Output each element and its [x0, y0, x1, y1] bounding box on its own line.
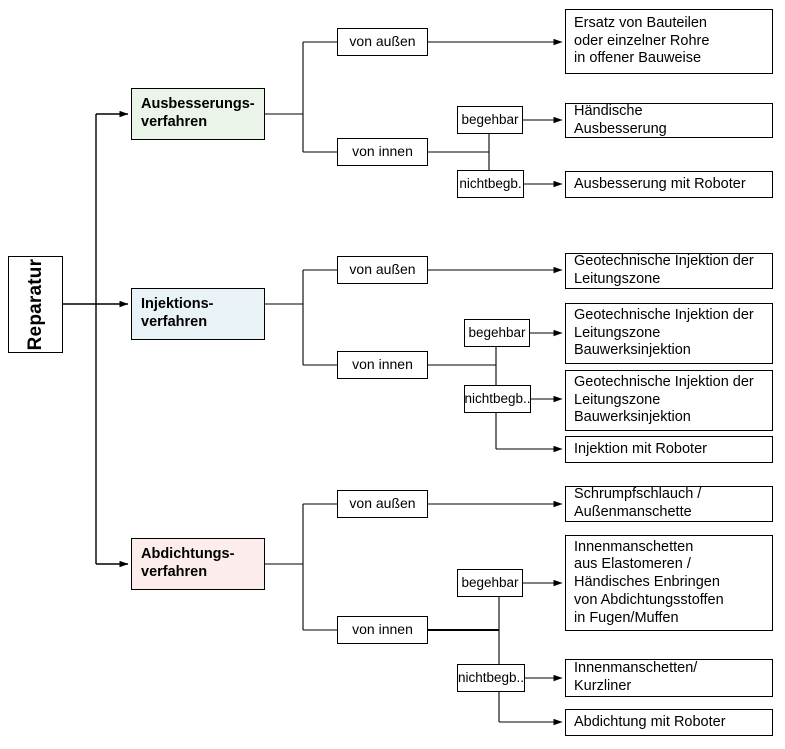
- condition-begehbar-injektion[interactable]: begehbar: [464, 319, 530, 347]
- result-label: Geotechnische Injektion der Leitungszone…: [574, 306, 754, 359]
- condition-label: begehbar: [468, 324, 526, 340]
- access-von-innen-ausbesserung[interactable]: von innen: [337, 138, 428, 166]
- condition-nichtbegehbar-abdichtung[interactable]: nichtbegb..: [457, 664, 525, 692]
- result-geotechnische-injektion-bauwerksinjektion-nichtbegehbar[interactable]: Geotechnische Injektion der Leitungszone…: [565, 370, 773, 431]
- access-label: von außen: [349, 33, 416, 50]
- result-label: Ausbesserung mit Roboter: [574, 175, 746, 192]
- result-label: Ersatz von Bauteilen oder einzelner Rohr…: [574, 14, 710, 67]
- access-von-aussen-ausbesserung[interactable]: von außen: [337, 28, 428, 56]
- result-abdichtung-mit-roboter[interactable]: Abdichtung mit Roboter: [565, 709, 773, 736]
- access-von-aussen-injektion[interactable]: von außen: [337, 256, 428, 284]
- result-label: Abdichtung mit Roboter: [574, 713, 726, 730]
- condition-label: nichtbegb..: [457, 669, 525, 685]
- result-label: Geotechnische Injektion der Leitungszone: [574, 253, 754, 287]
- result-label: Innenmanschetten aus Elastomeren / Händi…: [574, 538, 724, 626]
- result-label: Schrumpfschlauch / Außenmanschette: [574, 486, 702, 520]
- access-von-innen-abdichtung[interactable]: von innen: [337, 616, 428, 644]
- result-geotechnische-injektion-leitungszone[interactable]: Geotechnische Injektion der Leitungszone: [565, 253, 773, 289]
- result-label: Händische Ausbesserung: [574, 102, 667, 137]
- result-label: Innenmanschetten/ Kurzliner: [574, 660, 698, 694]
- root-label: Reparatur: [24, 258, 46, 351]
- result-schrumpfschlauch-aussenmanschette[interactable]: Schrumpfschlauch / Außenmanschette: [565, 486, 773, 522]
- condition-label: nichtbegb..: [464, 390, 531, 406]
- condition-begehbar-abdichtung[interactable]: begehbar: [457, 569, 523, 597]
- category-ausbesserungsverfahren[interactable]: Ausbesserungs- verfahren: [131, 88, 265, 140]
- result-label: Injektion mit Roboter: [574, 440, 707, 457]
- result-innenmanschetten-kurzliner[interactable]: Innenmanschetten/ Kurzliner: [565, 659, 773, 697]
- condition-label: nichtbegb.: [459, 175, 522, 191]
- category-label: Abdichtungs- verfahren: [141, 546, 235, 580]
- access-label: von außen: [349, 495, 416, 512]
- condition-label: begehbar: [461, 111, 519, 127]
- category-injektionsverfahren[interactable]: Injektions- verfahren: [131, 288, 265, 340]
- result-innenmanschetten-elastomeren[interactable]: Innenmanschetten aus Elastomeren / Händi…: [565, 535, 773, 631]
- result-haendische-ausbesserung[interactable]: Händische Ausbesserung: [565, 103, 773, 138]
- result-ausbesserung-mit-roboter[interactable]: Ausbesserung mit Roboter: [565, 171, 773, 198]
- result-injektion-mit-roboter[interactable]: Injektion mit Roboter: [565, 436, 773, 463]
- category-label: Injektions- verfahren: [141, 296, 214, 330]
- condition-nichtbegehbar-ausbesserung[interactable]: nichtbegb.: [457, 170, 524, 198]
- condition-nichtbegehbar-injektion[interactable]: nichtbegb..: [464, 385, 531, 413]
- access-label: von innen: [352, 143, 413, 160]
- condition-label: begehbar: [461, 574, 519, 590]
- root-node-reparatur[interactable]: Reparatur: [8, 256, 63, 353]
- category-abdichtungsverfahren[interactable]: Abdichtungs- verfahren: [131, 538, 265, 590]
- result-label: Geotechnische Injektion der Leitungszone…: [574, 373, 754, 426]
- access-label: von außen: [349, 261, 416, 278]
- result-ersatz-von-bauteilen[interactable]: Ersatz von Bauteilen oder einzelner Rohr…: [565, 9, 773, 74]
- result-geotechnische-injektion-bauwerksinjektion-begehbar[interactable]: Geotechnische Injektion der Leitungszone…: [565, 303, 773, 364]
- condition-begehbar-ausbesserung[interactable]: begehbar: [457, 106, 523, 134]
- access-label: von innen: [352, 356, 413, 373]
- access-von-aussen-abdichtung[interactable]: von außen: [337, 490, 428, 518]
- access-von-innen-injektion[interactable]: von innen: [337, 351, 428, 379]
- category-label: Ausbesserungs- verfahren: [141, 96, 255, 130]
- access-label: von innen: [352, 621, 413, 638]
